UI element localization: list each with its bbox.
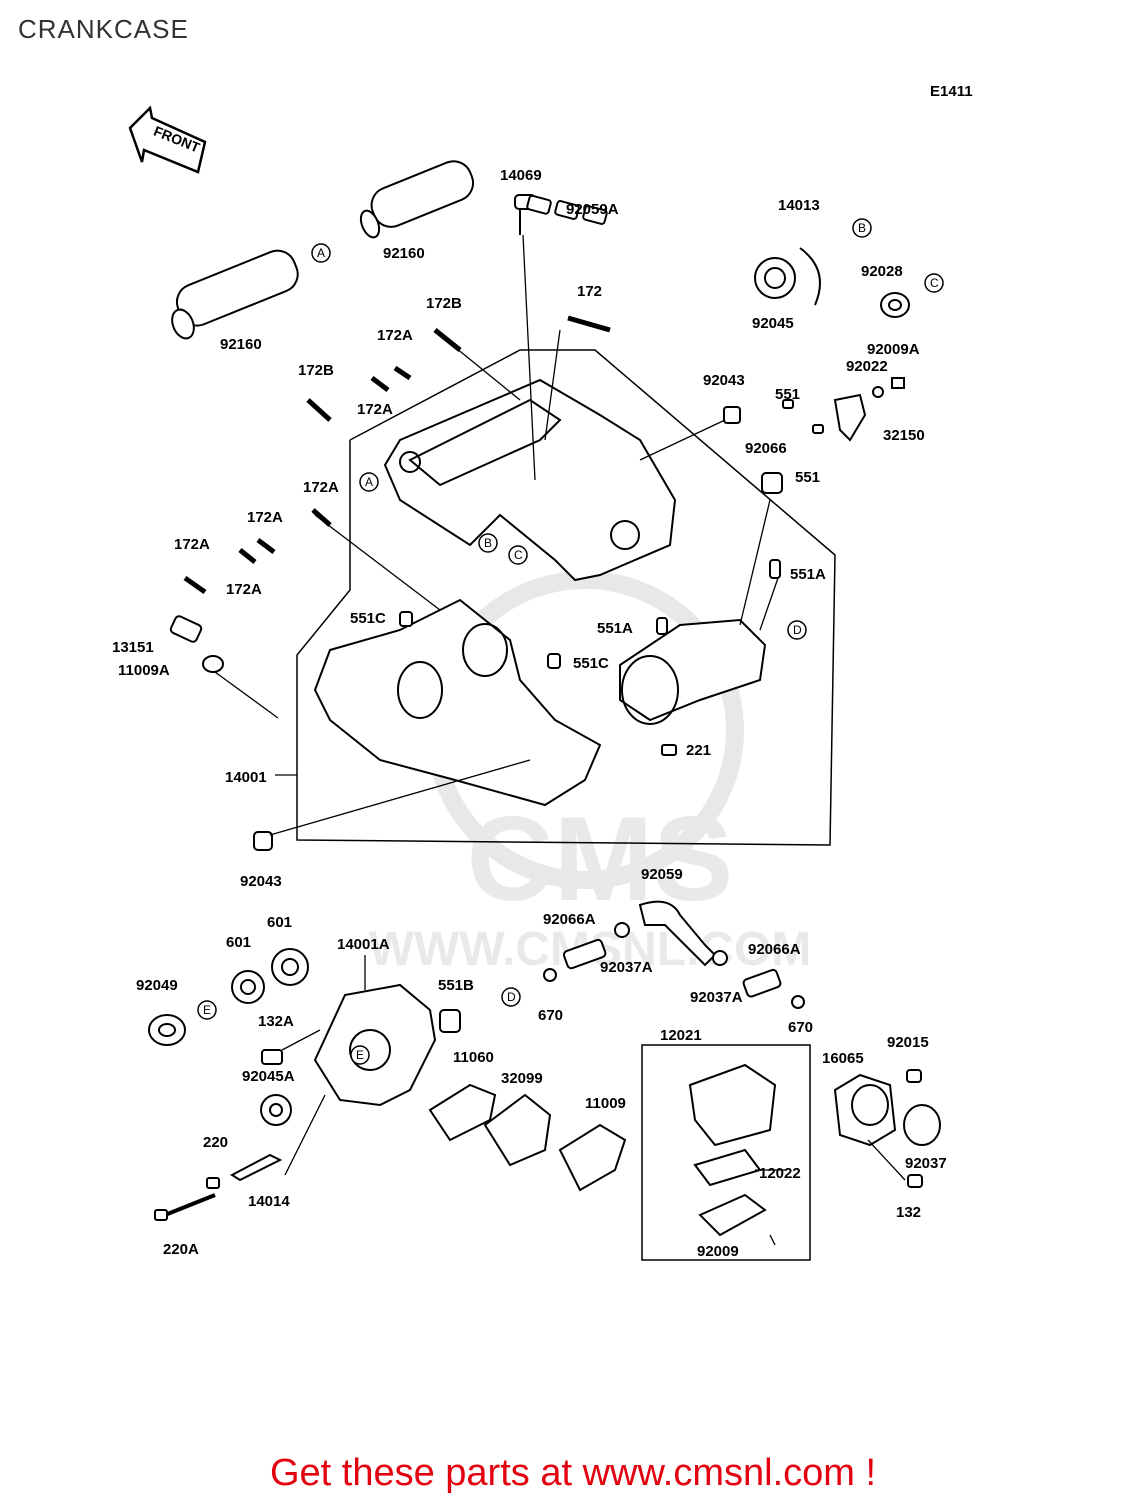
part-label: 670 — [538, 1007, 563, 1024]
part-label: 92045 — [752, 315, 794, 332]
part-label: 601 — [267, 914, 292, 931]
part-label: 172A — [303, 479, 339, 496]
svg-text:A: A — [365, 475, 373, 489]
part-label: 92009A — [867, 341, 920, 358]
part-label: 92059A — [566, 201, 619, 218]
part-label: 551A — [597, 620, 633, 637]
part-label: 12022 — [759, 1165, 801, 1182]
part-label: 92059 — [641, 866, 683, 883]
part-label: 14014 — [248, 1193, 290, 1210]
part-label: 14001 — [225, 769, 267, 786]
part-label: 92045A — [242, 1068, 295, 1085]
assembly-frames — [296, 349, 836, 1261]
svg-text:B: B — [858, 221, 866, 235]
footer-banner: Get these parts at www.cmsnl.com ! — [0, 1452, 1146, 1495]
part-labels: 14069 92059A 92160 92160 14013 92028 920… — [112, 167, 947, 1260]
part-label: 551C — [573, 655, 609, 672]
ref-circle-d-bottom: D — [501, 987, 521, 1007]
part-label: 172B — [426, 295, 462, 312]
parts-line-art — [148, 160, 941, 1237]
part-label: 670 — [788, 1019, 813, 1036]
part-label: 14001A — [337, 936, 390, 953]
part-label: 601 — [226, 934, 251, 951]
svg-text:D: D — [793, 623, 802, 637]
ref-circle-a-mid: A — [359, 472, 379, 492]
svg-text:A: A — [317, 246, 325, 260]
part-label: 11009A — [118, 662, 170, 679]
part-label: 220A — [163, 1241, 199, 1258]
part-label: 92066A — [748, 941, 801, 958]
ref-circle-b-top: B — [852, 218, 872, 238]
part-label: 32099 — [501, 1070, 543, 1087]
svg-text:D: D — [507, 990, 516, 1004]
part-label: 92049 — [136, 977, 178, 994]
part-label: 551C — [350, 610, 386, 627]
page-title: CRANKCASE — [18, 14, 189, 44]
figure-code: E1411 — [930, 83, 973, 100]
shaft-upper — [359, 160, 475, 239]
watermark-logo: CMS — [467, 792, 734, 926]
part-label: 221 — [686, 742, 711, 759]
ref-circle-c-mid: C — [508, 545, 528, 565]
part-label: 172A — [377, 327, 413, 344]
part-label: 551A — [790, 566, 826, 583]
ref-circle-e-left: E — [197, 1000, 217, 1020]
reference-circles: A A B B C C D D E E — [197, 218, 944, 1065]
part-label: 92066 — [745, 440, 787, 457]
part-label: 172A — [174, 536, 210, 553]
part-label: 11009 — [585, 1095, 626, 1112]
ref-circle-a-top: A — [311, 243, 331, 263]
exploded-parts-diagram: CMS WWW.CMSNL.COM E1411 FRONT — [112, 83, 973, 1261]
part-label: 92043 — [703, 372, 745, 389]
part-label: 132A — [258, 1013, 294, 1030]
part-label: 92037A — [690, 989, 743, 1006]
ref-circle-b-mid: B — [478, 533, 498, 553]
ref-circle-e-case: E — [350, 1045, 370, 1065]
part-label: 551 — [795, 469, 820, 486]
svg-text:C: C — [930, 276, 939, 290]
part-label: 32150 — [883, 427, 925, 444]
part-label: 92160 — [383, 245, 425, 262]
part-label: 14069 — [500, 167, 542, 184]
footer-link[interactable]: Get these parts at www.cmsnl.com ! — [269, 1452, 877, 1494]
part-label: 12021 — [660, 1027, 702, 1044]
part-label: 172 — [577, 283, 602, 300]
part-label: 92160 — [220, 336, 262, 353]
part-label: 92028 — [861, 263, 903, 280]
part-label: 14013 — [778, 197, 820, 214]
part-label: 551 — [775, 386, 800, 403]
shaft-lower — [171, 249, 299, 340]
part-label: 92066A — [543, 911, 596, 928]
part-label: 551B — [438, 977, 474, 994]
part-label: 13151 — [112, 639, 154, 656]
part-label: 92009 — [697, 1243, 739, 1260]
part-label: 92037 — [905, 1155, 947, 1172]
part-label: 92037A — [600, 959, 653, 976]
svg-text:B: B — [484, 536, 492, 550]
svg-text:E: E — [356, 1048, 364, 1062]
part-label: 92022 — [846, 358, 888, 375]
ref-circle-c-top: C — [924, 273, 944, 293]
part-label: 92043 — [240, 873, 282, 890]
part-label: 92015 — [887, 1034, 929, 1051]
part-label: 172A — [247, 509, 283, 526]
front-arrow-icon: FRONT — [128, 105, 207, 174]
part-label: 172A — [226, 581, 262, 598]
svg-text:C: C — [514, 548, 523, 562]
part-label: 11060 — [453, 1049, 494, 1066]
part-label: 220 — [203, 1134, 228, 1151]
part-label: 16065 — [822, 1050, 864, 1067]
part-label: 172A — [357, 401, 393, 418]
ref-circle-d-top: D — [787, 620, 807, 640]
svg-text:E: E — [203, 1003, 211, 1017]
part-label: 172B — [298, 362, 334, 379]
part-label: 132 — [896, 1204, 921, 1221]
leader-lines — [214, 234, 906, 1246]
